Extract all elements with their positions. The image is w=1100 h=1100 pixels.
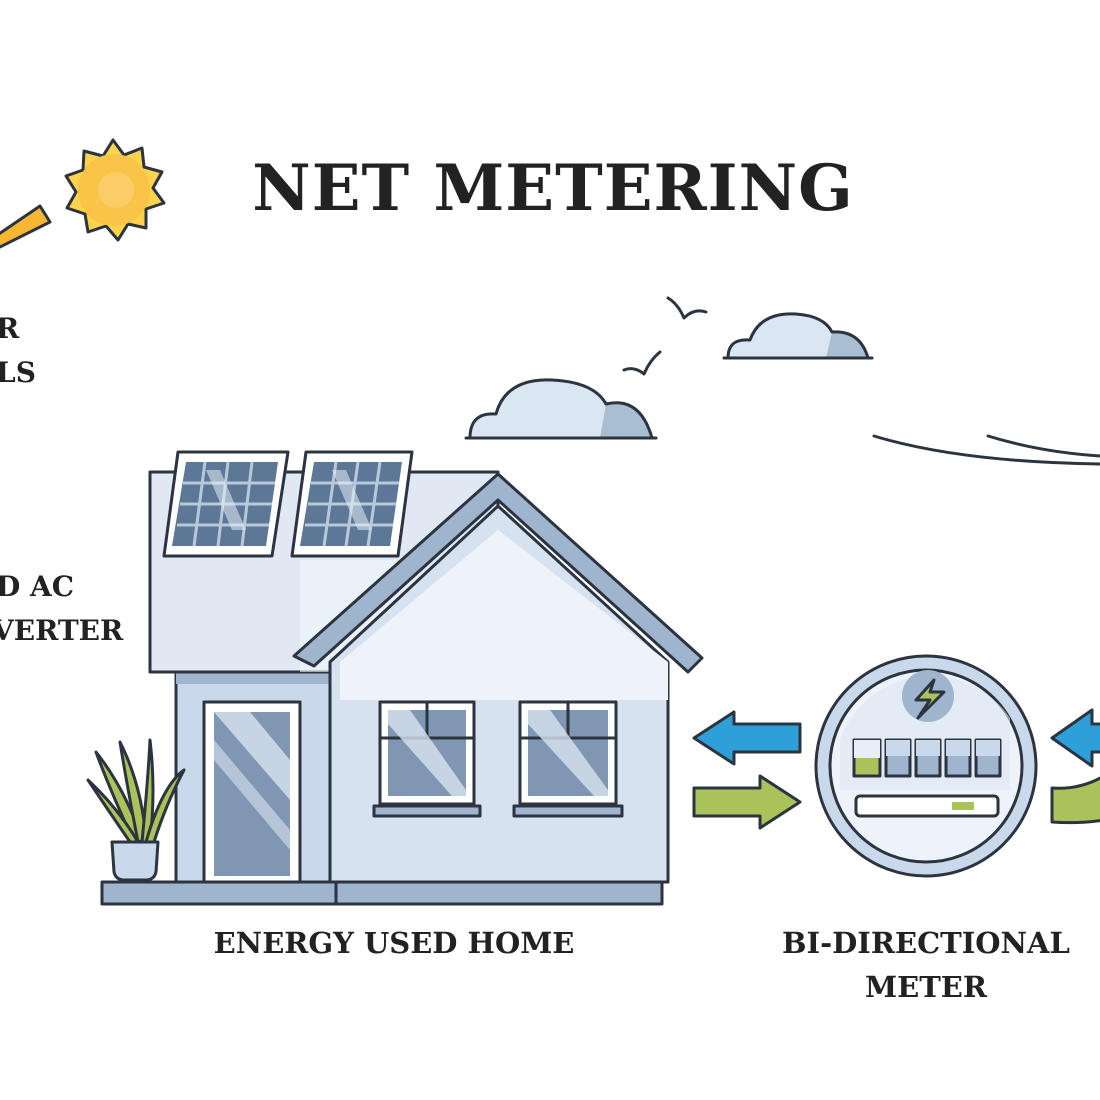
export-arrow bbox=[1050, 776, 1100, 825]
meter-label-line2: METER bbox=[865, 970, 988, 1004]
potted-plant-icon bbox=[86, 738, 186, 882]
sun-icon bbox=[0, 138, 166, 249]
import-arrow bbox=[1050, 708, 1100, 768]
door bbox=[202, 700, 302, 884]
solar-panel bbox=[290, 450, 414, 558]
solar-panel bbox=[162, 450, 290, 558]
page-title: NET METERING bbox=[252, 151, 854, 226]
window bbox=[372, 700, 482, 818]
bird-icon bbox=[622, 296, 708, 376]
power-line bbox=[872, 434, 1100, 466]
inverter-label-line1: D AC bbox=[0, 570, 74, 603]
solar-panels-label-line2: LS bbox=[0, 356, 36, 389]
inverter-label-line2: VERTER bbox=[0, 614, 124, 647]
home-label: ENERGY USED HOME bbox=[214, 926, 575, 960]
meter-display bbox=[852, 738, 1002, 778]
window bbox=[512, 700, 624, 818]
meter-label-line1: BI-DIRECTIONAL bbox=[782, 926, 1070, 960]
export-arrow bbox=[692, 774, 802, 830]
import-arrow bbox=[692, 710, 802, 766]
cloud-icon bbox=[464, 378, 658, 440]
bi-directional-meter bbox=[814, 654, 1038, 878]
lightning-icon bbox=[902, 670, 954, 722]
solar-panels-label-line1: R bbox=[0, 312, 20, 345]
cloud-icon bbox=[722, 312, 874, 360]
